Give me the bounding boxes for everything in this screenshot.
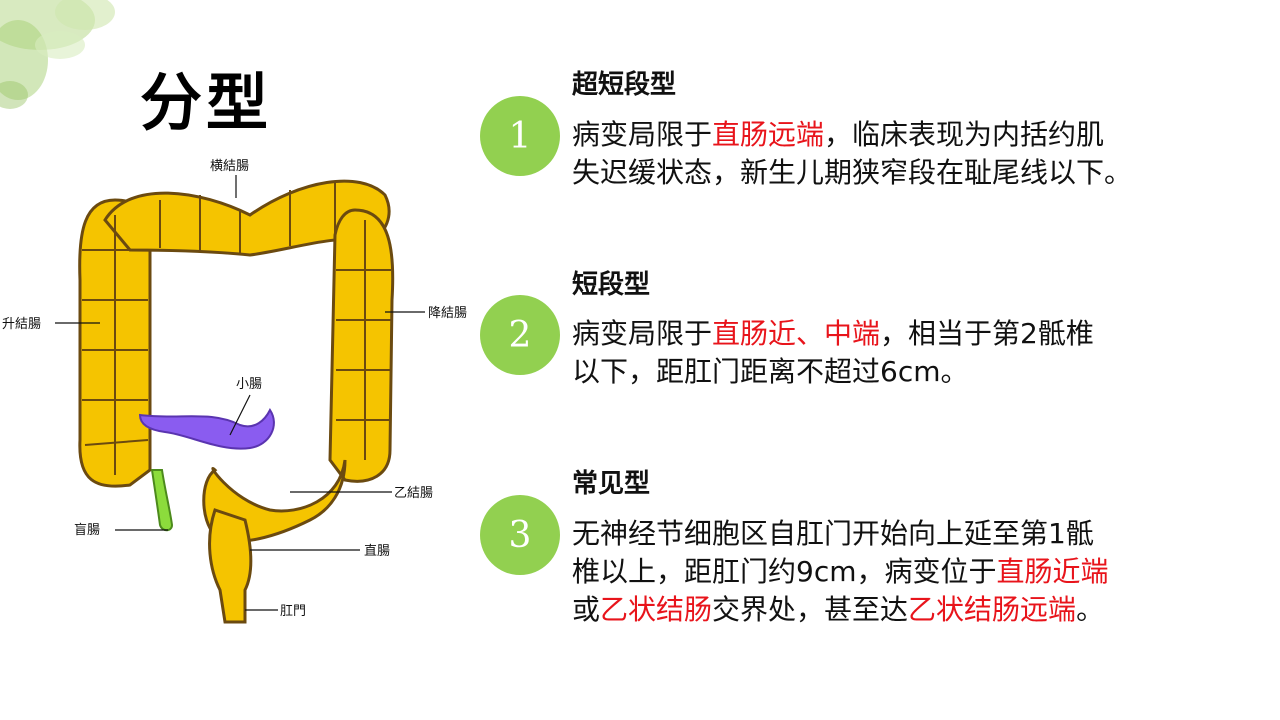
highlight-text: 直肠近、中端: [712, 317, 881, 350]
label-rectum: 直腸: [364, 544, 390, 559]
label-transverse-colon: 横結腸: [210, 159, 249, 174]
section-3-line-3: 或乙状结肠交界处，甚至达乙状结肠远端。: [572, 593, 1105, 626]
label-cecum: 盲腸: [74, 522, 100, 538]
colon-body: [78, 179, 395, 624]
section-2-body: 病变局限于直肠近、中端，相当于第2骶椎 以下，距肛门距离不超过6cm。: [572, 315, 1212, 391]
highlight-text: 乙状结肠: [600, 593, 713, 626]
section-3-body: 无神经节细胞区自肛门开始向上延至第1骶 椎以上，距肛门约9cm，病变位于直肠近端…: [572, 515, 1212, 629]
label-small-intestine: 小腸: [236, 377, 262, 392]
appendix: [150, 469, 174, 532]
section-3-heading: 常见型: [572, 469, 651, 499]
highlight-text: 直肠近端: [996, 555, 1109, 588]
label-ascending-colon: 升結腸: [2, 317, 41, 332]
section-2-number-badge: 2: [480, 295, 560, 375]
section-3-line-2: 椎以上，距肛门约9cm，病变位于直肠近端: [572, 555, 1109, 588]
section-2-line-1: 病变局限于直肠近、中端，相当于第2骶椎: [572, 317, 1094, 350]
section-1-line-2: 失迟缓状态，新生儿期狭窄段在耻尾线以下。: [572, 156, 1133, 189]
section-2-line-2: 以下，距肛门距离不超过6cm。: [572, 355, 969, 388]
section-1-line-1: 病变局限于直肠远端，临床表现为内括约肌: [572, 118, 1105, 151]
section-1-number-badge: 1: [480, 96, 560, 176]
colon-anatomy-diagram: 横結腸 升結腸 降結腸 小腸 乙結腸 盲腸 直腸 肛門: [2, 159, 467, 624]
label-descending-colon: 降結腸: [428, 306, 467, 321]
label-sigmoid-colon: 乙結腸: [394, 486, 433, 501]
highlight-text: 直肠远端: [712, 118, 825, 151]
section-1-heading: 超短段型: [572, 70, 677, 100]
section-3-line-1: 无神经节细胞区自肛门开始向上延至第1骶: [572, 517, 1094, 550]
small-intestine: [138, 408, 275, 450]
section-1-body: 病变局限于直肠远端，临床表现为内括约肌 失迟缓状态，新生儿期狭窄段在耻尾线以下。: [572, 116, 1212, 192]
section-3-number-badge: 3: [480, 495, 560, 575]
section-2-heading: 短段型: [572, 270, 651, 300]
highlight-text: 乙状结肠远端: [908, 593, 1077, 626]
decorative-leaf-image: [0, 0, 115, 109]
page-title: 分型: [140, 66, 273, 139]
label-anus: 肛門: [280, 604, 306, 619]
